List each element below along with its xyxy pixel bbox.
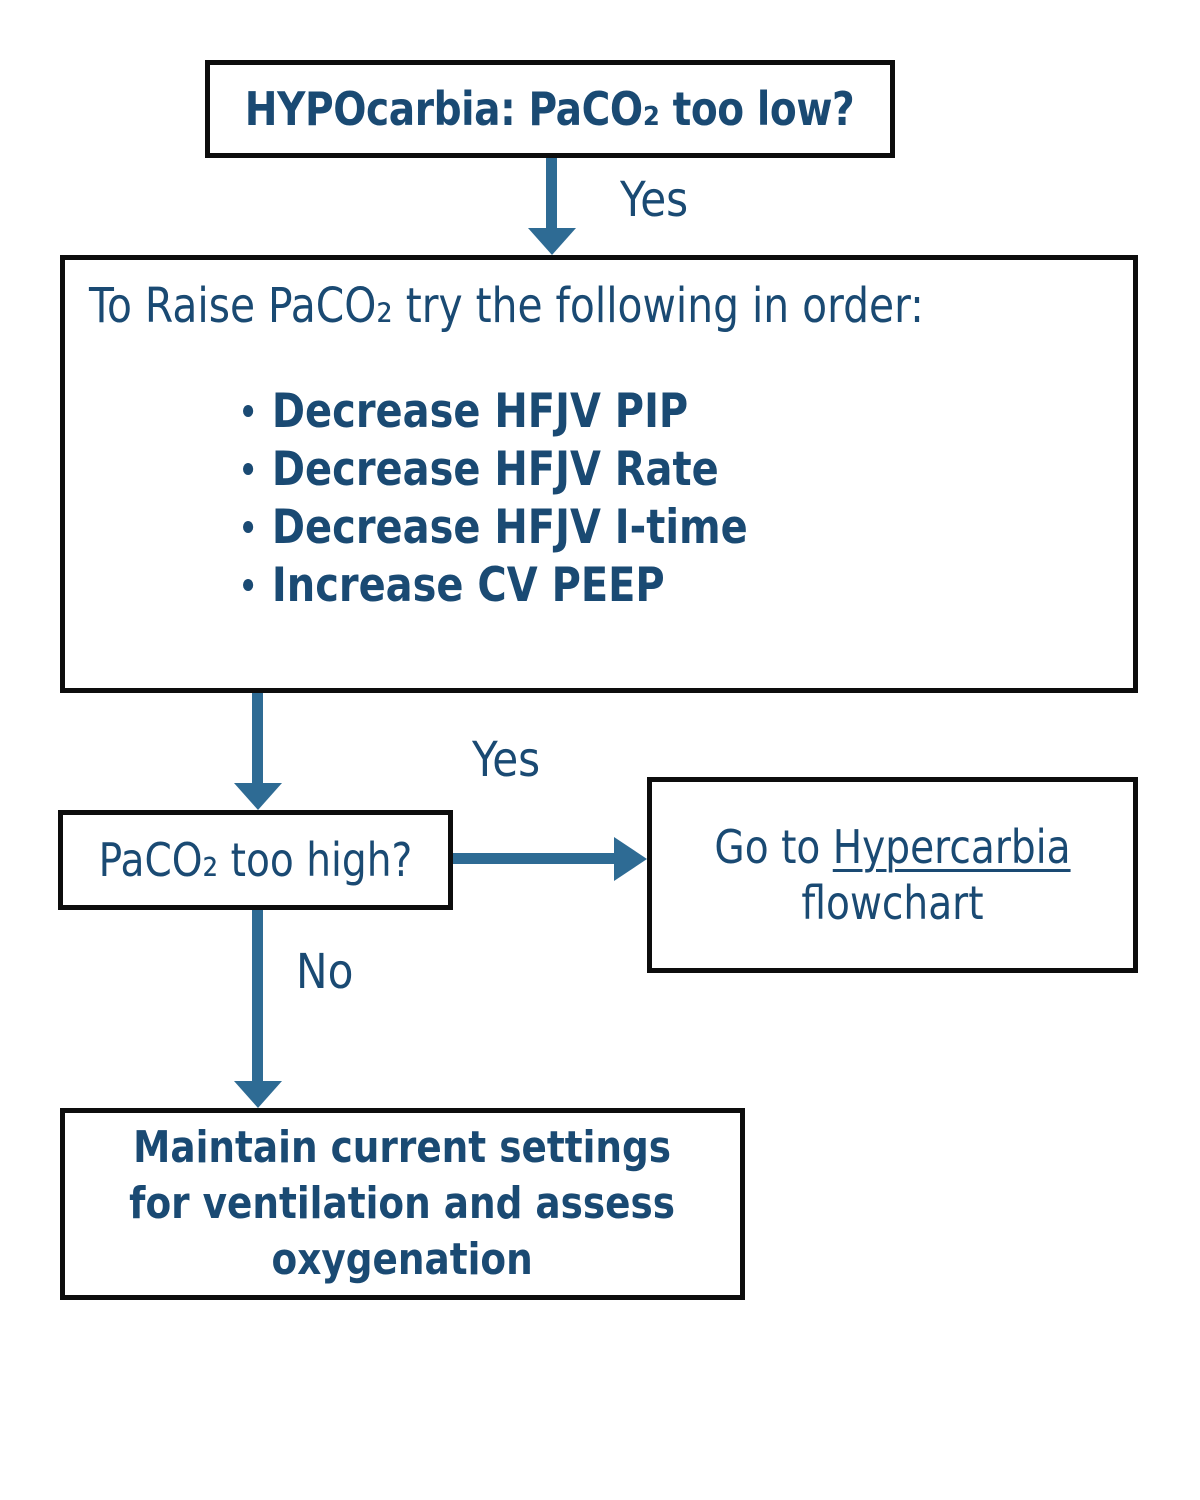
arrow-down-icon	[528, 228, 576, 255]
maintain-settings-box: Maintain current settings for ventilatio…	[60, 1108, 745, 1300]
goto-hypercarbia-text: Go to Hypercarbia flowchart	[714, 819, 1070, 931]
arrow-shaft	[453, 853, 614, 864]
bullet-text: Increase CV PEEP	[271, 557, 665, 613]
maintain-line: Maintain current settings	[133, 1122, 672, 1173]
arrow-right-icon	[614, 837, 647, 881]
raise-paco2-box: To Raise PaCO₂ try the following in orde…	[60, 255, 1138, 693]
title-box: HYPOcarbia: PaCO₂ too low?	[205, 60, 895, 158]
arrow-shaft	[252, 910, 263, 1081]
goto-prefix: Go to	[714, 820, 833, 874]
bullet-text: Decrease HFJV Rate	[271, 441, 719, 497]
decision-question: PaCO₂ too high?	[98, 833, 413, 887]
bullet-icon	[243, 463, 254, 475]
bullet-text: Decrease HFJV PIP	[271, 383, 689, 439]
arrow-shaft	[252, 693, 263, 783]
arrow-shaft	[546, 158, 557, 228]
raise-paco2-bullet-list: Decrease HFJV PIP Decrease HFJV Rate Dec…	[243, 382, 1133, 614]
edge-label-yes-2: Yes	[472, 732, 541, 788]
edge-label-no: No	[296, 944, 354, 1000]
bullet-text: Decrease HFJV I-time	[271, 499, 748, 555]
bullet-icon	[243, 405, 254, 417]
goto-line-2: flowchart	[801, 876, 984, 930]
hypercarbia-link[interactable]: Hypercarbia	[832, 820, 1071, 874]
goto-hypercarbia-box: Go to Hypercarbia flowchart	[647, 777, 1138, 973]
bullet-icon	[243, 521, 254, 533]
raise-paco2-heading: To Raise PaCO₂ try the following in orde…	[89, 278, 924, 334]
arrow-down-icon	[234, 783, 282, 810]
list-item: Increase CV PEEP	[243, 556, 1000, 614]
paco2-too-high-box: PaCO₂ too high?	[58, 810, 453, 910]
arrow-down-icon	[234, 1081, 282, 1108]
maintain-line: oxygenation	[271, 1234, 534, 1285]
list-item: Decrease HFJV I-time	[243, 498, 1000, 556]
list-item: Decrease HFJV PIP	[243, 382, 1000, 440]
page-title: HYPOcarbia: PaCO₂ too low?	[245, 82, 855, 136]
goto-line-1: Go to Hypercarbia	[714, 819, 1070, 875]
maintain-line: for ventilation and assess	[129, 1178, 676, 1229]
bullet-icon	[243, 579, 254, 591]
list-item: Decrease HFJV Rate	[243, 440, 1000, 498]
edge-label-yes-1: Yes	[620, 172, 689, 228]
maintain-settings-text: Maintain current settings for ventilatio…	[130, 1120, 676, 1288]
